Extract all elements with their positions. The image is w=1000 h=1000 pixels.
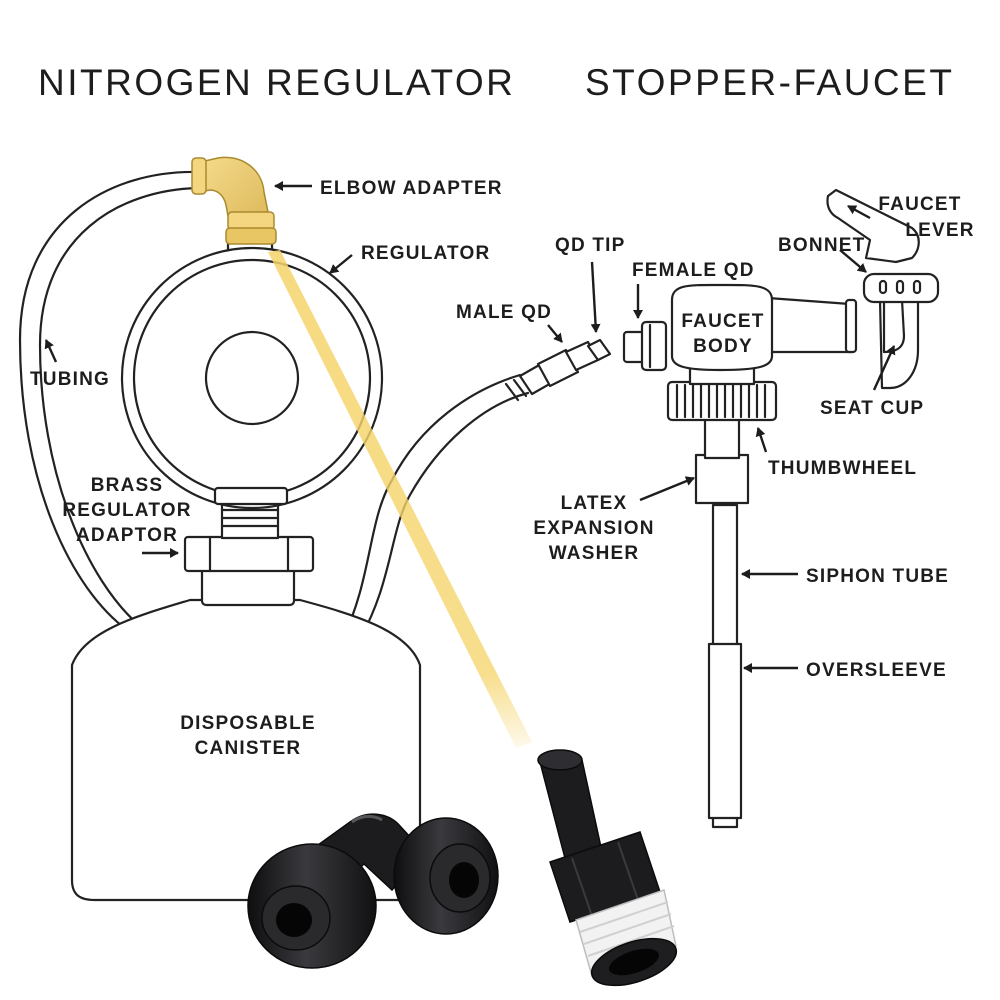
faucet-assembly bbox=[504, 188, 940, 829]
highlight-beam bbox=[268, 250, 532, 748]
label-faucet-lever-line-2: LEVER bbox=[905, 220, 974, 241]
faucet-body bbox=[670, 283, 774, 372]
bonnet bbox=[862, 272, 940, 304]
regulator bbox=[120, 240, 384, 510]
male-qd bbox=[504, 338, 612, 402]
canister-neck bbox=[200, 565, 296, 607]
label-brass-line-1: BRASS bbox=[91, 475, 164, 496]
black-straight-adapter bbox=[537, 749, 678, 987]
black-elbow-fitting bbox=[247, 813, 499, 969]
label-qd-tip: QD TIP bbox=[555, 235, 626, 256]
nitrogen-regulator-title: NITROGEN REGULATOR bbox=[38, 62, 515, 103]
label-faucet-body-line-2: BODY bbox=[693, 336, 753, 357]
canister-label-line-2: CANISTER bbox=[195, 738, 302, 759]
label-faucet-lever-line-1: FAUCET bbox=[878, 194, 961, 215]
leader-lines bbox=[44, 181, 896, 673]
latex-expansion-washer bbox=[694, 453, 750, 505]
oversleeve bbox=[707, 642, 743, 820]
label-latex-line-2: EXPANSION bbox=[533, 518, 654, 539]
brass-regulator-adaptor bbox=[183, 498, 315, 573]
stopper-faucet-title: STOPPER-FAUCET bbox=[585, 62, 954, 103]
elbow-adapter bbox=[191, 156, 277, 245]
label-brass-line-3: ADAPTOR bbox=[76, 525, 178, 546]
label-siphon-tube: SIPHON TUBE bbox=[806, 566, 949, 587]
label-oversleeve: OVERSLEEVE bbox=[806, 660, 947, 681]
label-brass-line-2: REGULATOR bbox=[62, 500, 191, 521]
faucet-spout bbox=[766, 296, 854, 354]
label-regulator: REGULATOR bbox=[361, 243, 490, 264]
label-latex-line-1: LATEX bbox=[561, 493, 628, 514]
label-faucet-body-line-1: FAUCET bbox=[681, 311, 764, 332]
label-latex-line-3: WASHER bbox=[549, 543, 640, 564]
label-elbow-adapter: ELBOW ADAPTER bbox=[320, 178, 503, 199]
label-female-qd: FEMALE QD bbox=[632, 260, 755, 281]
label-seat-cup: SEAT CUP bbox=[820, 398, 924, 419]
label-tubing: TUBING bbox=[30, 369, 110, 390]
canister-label-line-1: DISPOSABLE bbox=[180, 713, 316, 734]
label-thumbwheel: THUMBWHEEL bbox=[768, 458, 917, 479]
label-bonnet: BONNET bbox=[778, 235, 865, 256]
label-male-qd: MALE QD bbox=[456, 302, 552, 323]
